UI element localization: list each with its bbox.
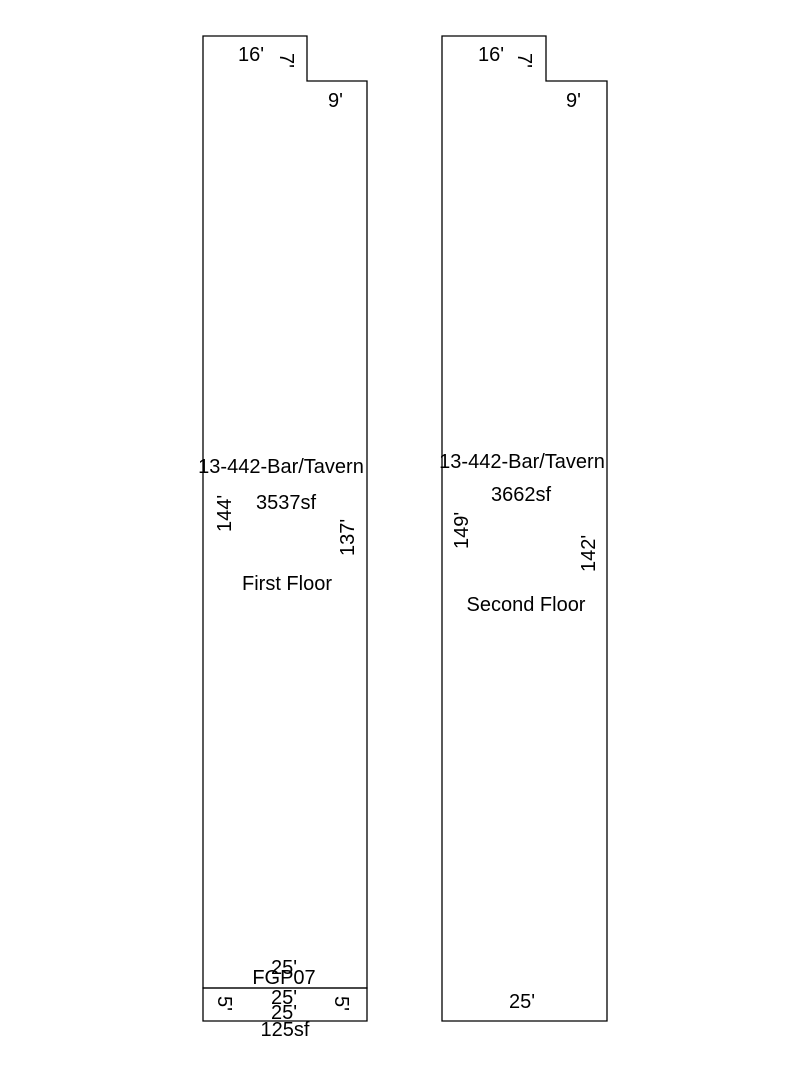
- first-floor-left-dim: 144': [214, 495, 236, 532]
- second-floor-step-horizontal-dim: 9': [566, 90, 581, 112]
- first-floor-code-label: 13-442-Bar/Tavern: [198, 456, 364, 478]
- first-floor-name-label: First Floor: [242, 573, 332, 595]
- first-floor-right-dim: 137': [337, 519, 359, 556]
- second-floor-step-vertical-dim: 7': [513, 53, 535, 68]
- porch-left-dim: 5': [213, 996, 235, 1011]
- first-floor-area-label: 3537sf: [256, 492, 316, 514]
- porch-top-width-dim: 25': [271, 957, 297, 979]
- porch-width-dim-b: 25': [271, 1002, 297, 1024]
- porch-area-label: 125sf: [261, 1019, 310, 1041]
- porch-outline: [202, 987, 368, 1022]
- porch-right-dim: 5': [330, 996, 352, 1011]
- second-floor-name-label: Second Floor: [467, 594, 586, 616]
- first-floor-top-dim: 16': [238, 44, 264, 66]
- second-floor-code-label: 13-442-Bar/Tavern: [439, 451, 605, 473]
- first-floor-step-vertical-dim: 7': [275, 53, 297, 68]
- second-floor-outline: [441, 35, 608, 1022]
- second-floor-left-dim: 149': [451, 512, 473, 549]
- second-floor-bottom-dim: 25': [509, 991, 535, 1013]
- porch-code-label: FGP07: [252, 967, 315, 989]
- second-floor-area-label: 3662sf: [491, 484, 551, 506]
- second-floor-top-dim: 16': [478, 44, 504, 66]
- first-floor-step-horizontal-dim: 9': [328, 90, 343, 112]
- porch-width-dim-a: 25': [271, 987, 297, 1009]
- second-floor-right-dim: 142': [578, 535, 600, 572]
